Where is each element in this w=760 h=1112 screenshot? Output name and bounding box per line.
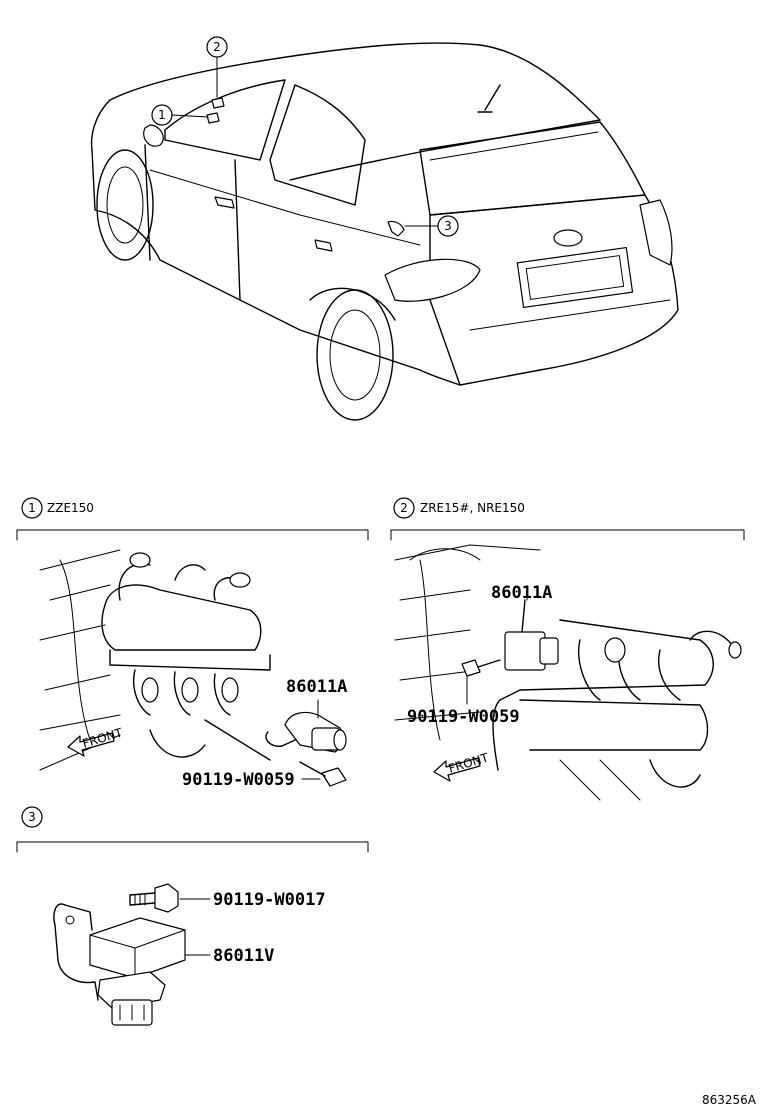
callout-3: 3 [404, 215, 459, 237]
section-2-header: 2 ZRE15#, NRE150 [390, 497, 745, 541]
figure-id: 863256A [702, 1093, 757, 1107]
section-1-number: 1 [28, 501, 36, 515]
s1-bolt-part-number: 90119-W0059 [182, 770, 295, 790]
section-2-number: 2 [400, 501, 408, 515]
section-3-sensor-drawing [53, 883, 211, 1026]
callout-3-number: 3 [444, 219, 452, 233]
front-arrow-1: FRONT [67, 725, 125, 757]
section-1-label: ZZE150 [47, 501, 94, 515]
s2-bolt-part-number: 90119-W0059 [407, 707, 520, 727]
car-illustration [90, 42, 679, 421]
section-2-label: ZRE15#, NRE150 [420, 501, 525, 515]
s3-sensor-part-number: 86011V [213, 946, 274, 966]
front-label-1: FRONT [81, 725, 125, 751]
section-2-engine-drawing [394, 544, 742, 801]
s2-sensor-part-number: 86011A [491, 583, 552, 603]
section-3-header: 3 [16, 806, 369, 853]
callout-1: 1 [151, 104, 209, 126]
section-1-engine-drawing [39, 549, 347, 787]
callout-1-number: 1 [158, 108, 166, 122]
s1-sensor-part-number: 86011A [286, 677, 347, 697]
front-arrow-2: FRONT [433, 750, 491, 782]
s3-bolt-part-number: 90119-W0017 [213, 890, 326, 910]
front-label-2: FRONT [447, 750, 491, 776]
callout-2-number: 2 [213, 40, 221, 54]
section-3-number: 3 [28, 810, 36, 824]
section-1-header: 1 ZZE150 [16, 497, 369, 541]
callout-2: 2 [206, 36, 228, 98]
